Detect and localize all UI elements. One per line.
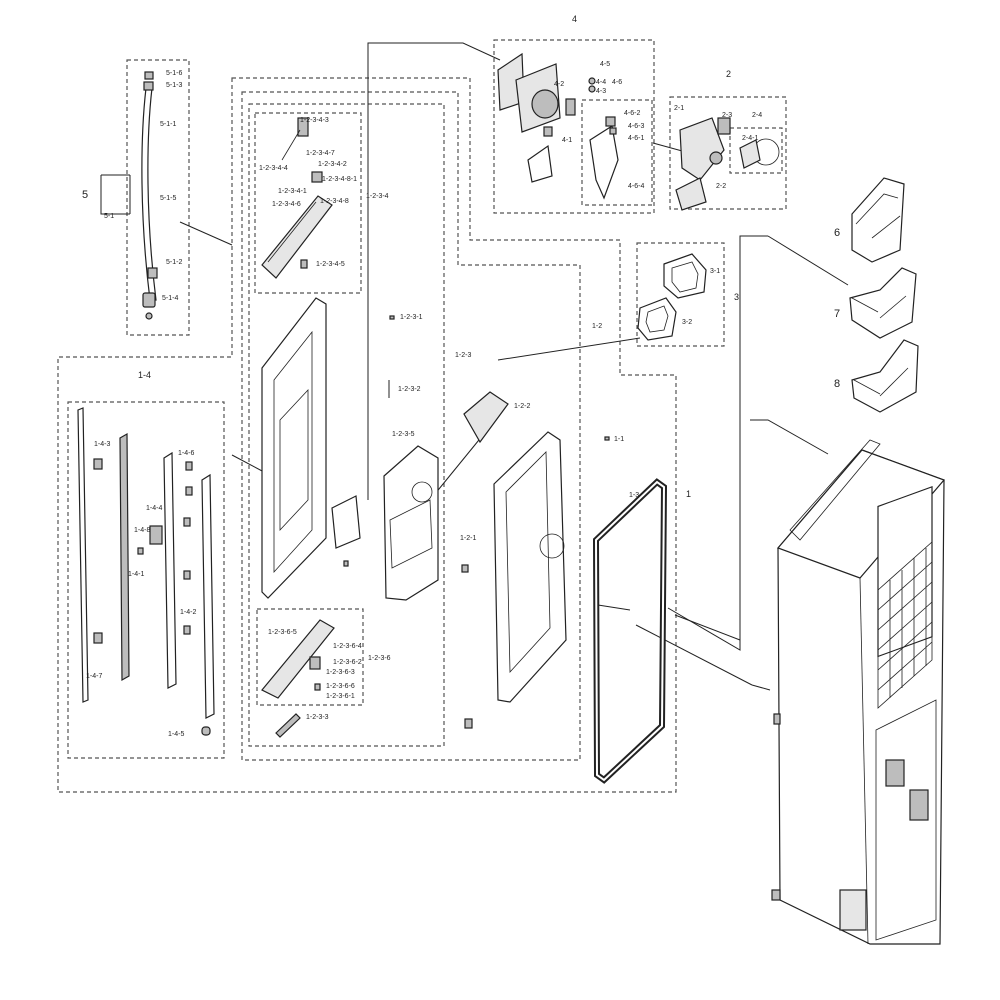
ice-maker-assembly-part-4	[497, 52, 619, 200]
label-1-2-3-4-2: 1-2-3-4-2	[318, 161, 347, 168]
label-6: 6	[834, 227, 840, 239]
label-2: 2	[726, 69, 731, 79]
group-box-1-2-3	[248, 103, 445, 747]
door-bin-6	[851, 177, 905, 263]
label-1-2-3-4-7: 1-2-3-4-7	[306, 150, 335, 157]
label-1-2-2: 1-2-2	[514, 403, 530, 410]
group-box-outer-1	[57, 77, 677, 793]
label-1-4-5: 1-4-5	[168, 731, 184, 738]
group-box-1-2	[241, 91, 581, 761]
label-8: 8	[834, 378, 840, 390]
label-4: 4	[572, 14, 577, 24]
label-5-1-1: 5-1-1	[160, 121, 176, 128]
label-1-2-1: 1-2-1	[460, 535, 476, 542]
door-bin-8	[851, 339, 919, 413]
label-1-2-3-6-1: 1-2-3-6-1	[326, 693, 355, 700]
label-2-4: 2-4	[752, 112, 762, 119]
label-4-6-2: 4-6-2	[624, 110, 640, 117]
label-5: 5	[82, 189, 88, 201]
label-1-2-3-4-5: 1-2-3-4-5	[316, 261, 345, 268]
label-1-4: 1-4	[138, 370, 151, 380]
label-2-1: 2-1	[674, 105, 684, 112]
label-4-6-4: 4-6-4	[628, 183, 644, 190]
label-5-1: 5-1	[104, 213, 114, 220]
door-gasket-part-1-3	[592, 478, 668, 784]
label-1-2-3-1: 1-2-3-1	[400, 314, 423, 321]
label-4-4: 4-4	[596, 79, 606, 86]
condenser-grill	[877, 541, 933, 709]
group-box-4-6	[581, 99, 653, 206]
door-handle-part-5	[100, 71, 158, 320]
label-1-2-3-6-4: 1-2-3-6-4	[333, 643, 362, 650]
label-1-2-3-5: 1-2-3-5	[392, 431, 415, 438]
label-1-1: 1-1	[614, 436, 624, 443]
water-valve-assembly-part-2	[675, 117, 780, 211]
label-5-1-2: 5-1-2	[166, 259, 182, 266]
dispenser-panel-parts	[261, 117, 439, 738]
label-1-4-6: 1-4-6	[178, 450, 194, 457]
label-5-1-5: 5-1-5	[160, 195, 176, 202]
label-1-4-4: 1-4-4	[146, 505, 162, 512]
label-1-2-3-4-3: 1-2-3-4-3	[300, 117, 329, 124]
label-4-2: 4-2	[554, 81, 564, 88]
label-1: 1	[686, 489, 691, 499]
label-1-2-3-6-2: 1-2-3-6-2	[333, 659, 362, 666]
label-4-6: 4-6	[612, 79, 622, 86]
label-1-4-8: 1-4-8	[134, 527, 150, 534]
label-4-6-1: 4-6-1	[628, 135, 644, 142]
door-rail-parts-1-4	[77, 407, 215, 736]
label-1-2-3-4-8: 1-2-3-4-8	[320, 198, 349, 205]
group-box-1-2-3-6	[256, 608, 364, 706]
label-1-2-3-4-8-1: 1-2-3-4-8-1	[322, 176, 357, 183]
group-box-2-4	[729, 127, 783, 174]
label-1-2-3-2: 1-2-3-2	[398, 386, 421, 393]
label-4-5: 4-5	[600, 61, 610, 68]
label-1-4-3: 1-4-3	[94, 441, 110, 448]
label-1-2: 1-2	[592, 323, 602, 330]
group-box-2	[669, 96, 787, 210]
label-2-3: 2-3	[722, 112, 732, 119]
label-1-4-2: 1-4-2	[180, 609, 196, 616]
label-1-2-3: 1-2-3	[455, 352, 471, 359]
label-3-2: 3-2	[682, 319, 692, 326]
label-4-6-3: 4-6-3	[628, 123, 644, 130]
group-box-1-2-3-4	[254, 112, 362, 294]
label-1-2-3-6-6: 1-2-3-6-6	[326, 683, 355, 690]
group-boxes	[57, 39, 787, 793]
group-box-3	[636, 242, 725, 347]
door-bin-7	[849, 267, 917, 339]
group-box-4	[493, 39, 655, 214]
door-bins	[849, 177, 919, 413]
label-5-1-3: 5-1-3	[166, 82, 182, 89]
label-1-2-3-6-5: 1-2-3-6-5	[268, 629, 297, 636]
label-2-2: 2-2	[716, 183, 726, 190]
group-box-1-4	[67, 401, 225, 759]
label-4-3: 4-3	[596, 88, 606, 95]
refrigerator-cabinet	[771, 439, 946, 945]
label-1-2-3-3: 1-2-3-3	[306, 714, 329, 721]
label-7: 7	[834, 308, 840, 320]
label-5-1-4: 5-1-4	[162, 295, 178, 302]
label-3-1: 3-1	[710, 268, 720, 275]
label-1-2-3-4-1: 1-2-3-4-1	[278, 188, 307, 195]
inner-door-frame-part-1-2	[461, 391, 610, 729]
label-1-3: 1-3	[629, 492, 639, 499]
label-1-2-3-4: 1-2-3-4	[366, 193, 389, 200]
label-1-2-3-4-4: 1-2-3-4-4	[259, 165, 288, 172]
label-1-2-3-6: 1-2-3-6	[368, 655, 391, 662]
label-5-1-6: 5-1-6	[166, 70, 182, 77]
label-1-2-3-4-6: 1-2-3-4-6	[272, 201, 301, 208]
label-3: 3	[734, 292, 739, 302]
label-1-2-3-6-3: 1-2-3-6-3	[326, 669, 355, 676]
label-1-4-7: 1-4-7	[86, 673, 102, 680]
label-2-4-1: 2-4-1	[742, 135, 758, 142]
ice-chute-gaskets-part-3	[637, 253, 707, 341]
label-4-1: 4-1	[562, 137, 572, 144]
part-labels: 5 5-1 5-1-6 5-1-3 5-1-1 5-1-5 5-1-2 5-1-…	[82, 14, 840, 738]
group-box-5	[126, 59, 190, 336]
label-1-4-1: 1-4-1	[128, 571, 144, 578]
